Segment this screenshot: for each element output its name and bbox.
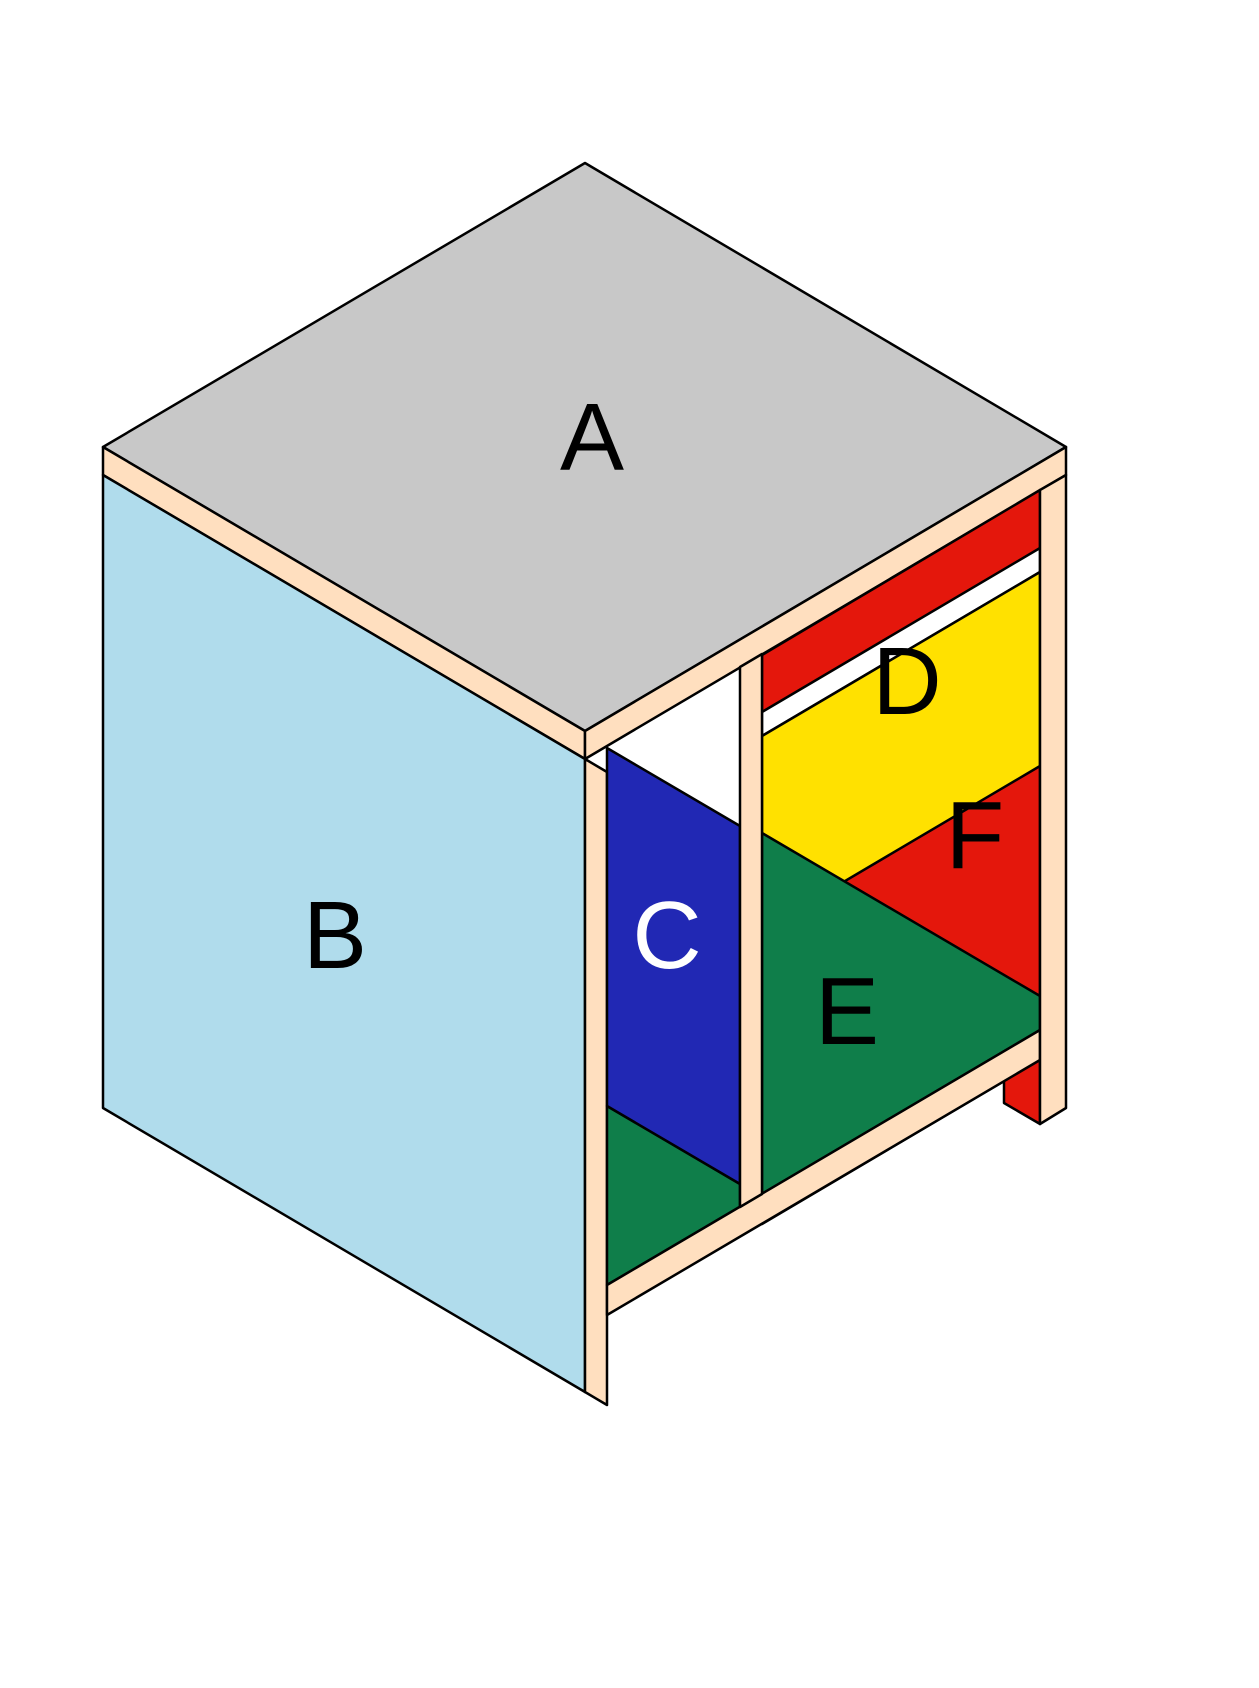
label-e: E bbox=[815, 958, 879, 1065]
right-front-edge bbox=[1038, 473, 1068, 1126]
divider-front-edge bbox=[738, 652, 764, 1209]
label-d: D bbox=[872, 628, 941, 735]
side-panel-front-edge bbox=[583, 757, 609, 1407]
label-c: C bbox=[632, 882, 701, 989]
label-b: B bbox=[303, 882, 367, 989]
label-f: F bbox=[946, 782, 1005, 889]
label-a: A bbox=[560, 384, 624, 491]
